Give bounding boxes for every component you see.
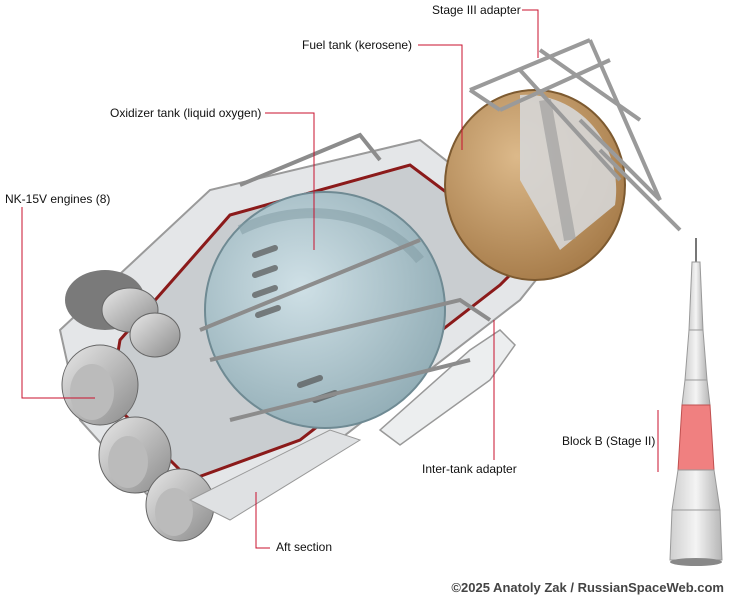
oxidizer-tank: [204, 191, 446, 429]
leader-lines: [21, 9, 659, 549]
leader-fuel: [418, 44, 463, 150]
label-engines: NK-15V engines (8): [5, 192, 111, 206]
copyright-credit: ©2025 Anatoly Zak / RussianSpaceWeb.com: [451, 580, 724, 595]
leader-oxidizer: [265, 112, 315, 250]
engine-nozzle: [129, 312, 181, 358]
label-block-b: Block B (Stage II): [562, 434, 656, 448]
leader-engines: [21, 207, 95, 399]
label-aft-section: Aft section: [276, 540, 333, 554]
label-fuel-tank: Fuel tank (kerosene): [302, 38, 413, 52]
engine-nozzle: [98, 416, 172, 494]
block-b-highlight: [677, 404, 715, 471]
stage-iii-adapter: [468, 38, 682, 232]
label-stage-iii-adapter: Stage III adapter: [432, 3, 521, 17]
inter-tank-adapter: [378, 329, 516, 446]
label-oxidizer-tank: Oxidizer tank (liquid oxygen): [110, 106, 262, 120]
aft-section: [188, 429, 362, 521]
n1-rocket-inset: [669, 238, 723, 566]
nk-15v-engines: [61, 270, 215, 542]
plumbing: [199, 132, 492, 422]
leader-aft: [255, 492, 270, 549]
leader-stage3: [522, 9, 539, 58]
fuel-tank: [444, 89, 626, 281]
engine-nozzle: [61, 344, 139, 426]
label-inter-tank-adapter: Inter-tank adapter: [422, 462, 517, 476]
